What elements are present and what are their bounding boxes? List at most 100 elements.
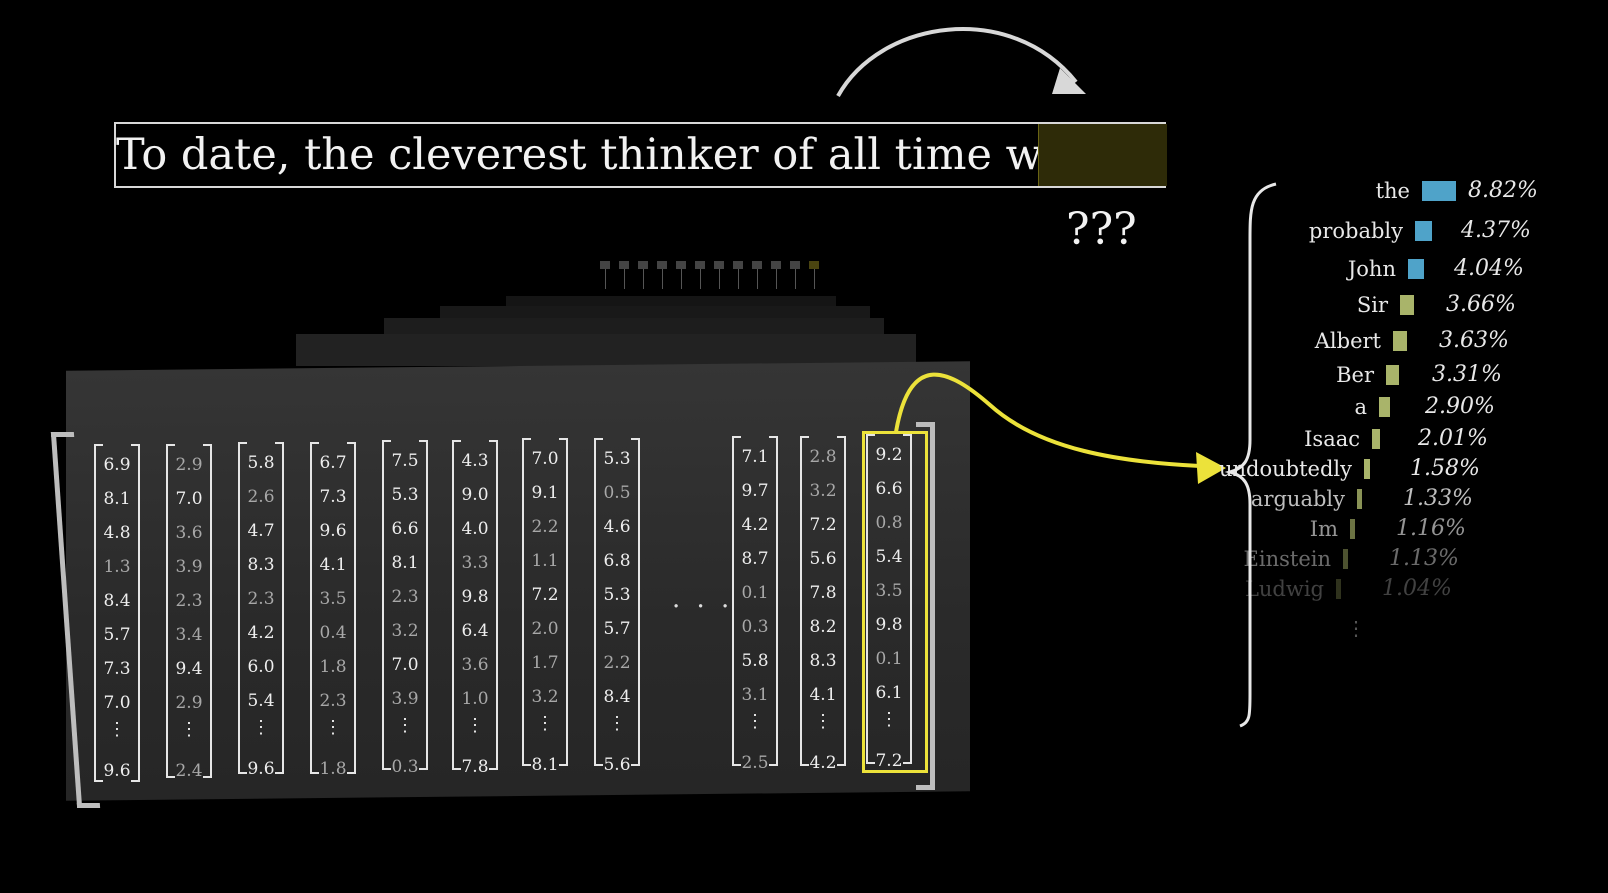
vector-value: ⋮ [466, 715, 484, 736]
vector-value: 5.4 [875, 547, 903, 567]
vector-bracket-right [419, 440, 428, 770]
vector-value: ⋮ [746, 711, 764, 732]
vector-value: 1.8 [319, 759, 347, 779]
vector-value: 2.5 [741, 753, 769, 773]
mini-token [752, 261, 762, 269]
vector-value: 2.2 [531, 517, 559, 537]
mini-token-line [624, 269, 625, 289]
vector-value: 6.4 [461, 621, 489, 641]
vector-value: 2.3 [391, 587, 419, 607]
mini-token-line [814, 269, 815, 289]
vector-value: 3.5 [319, 589, 347, 609]
prediction-word: Einstein [1243, 547, 1331, 571]
vector-value: 6.1 [875, 683, 903, 703]
vector-value: 0.8 [875, 513, 903, 533]
vector-value: 1.3 [103, 557, 131, 577]
mini-token [676, 261, 686, 269]
mini-token-line [662, 269, 663, 289]
vector-value: 9.0 [461, 485, 489, 505]
vector-value: 0.1 [875, 649, 903, 669]
vector-value: 7.0 [391, 655, 419, 675]
vector-value: 0.3 [391, 757, 419, 777]
vector-value: 8.1 [103, 489, 131, 509]
matrix-right-bracket [916, 422, 935, 790]
prompt-text: To date, the cleverest thinker of all ti… [116, 130, 1091, 180]
vector-value: 7.0 [103, 693, 131, 713]
vector-value: 6.6 [391, 519, 419, 539]
mini-token-line [795, 269, 796, 289]
vector-value: 1.1 [531, 551, 559, 571]
mini-token-line [738, 269, 739, 289]
vector-value: 6.6 [875, 479, 903, 499]
vector-value: 5.3 [391, 485, 419, 505]
vector-bracket-left [452, 440, 461, 770]
vector-value: 4.3 [461, 451, 489, 471]
vector-bracket-right [489, 440, 498, 770]
vector-bracket-left [382, 440, 391, 770]
vector-value: 8.7 [741, 549, 769, 569]
vector-value: 7.3 [103, 659, 131, 679]
mini-token [657, 261, 667, 269]
vector-value: 0.3 [741, 617, 769, 637]
vector-value: 4.2 [741, 515, 769, 535]
mini-token [809, 261, 819, 269]
mini-token [695, 261, 705, 269]
columns-ellipsis: · · · [672, 592, 734, 622]
prediction-word: a [1354, 395, 1367, 419]
vector-value: 2.4 [175, 761, 203, 781]
vector-value: 2.3 [319, 691, 347, 711]
vector-bracket-right [347, 442, 356, 774]
vector-value: 7.2 [531, 585, 559, 605]
mini-token [733, 261, 743, 269]
vector-value: 1.7 [531, 653, 559, 673]
vector-value: 7.0 [531, 449, 559, 469]
vector-value: ⋮ [252, 717, 270, 738]
prediction-percent: 1.58% [1410, 456, 1480, 481]
vector-value: 2.8 [809, 447, 837, 467]
vector-value: 0.4 [319, 623, 347, 643]
vector-value: 4.7 [247, 521, 275, 541]
vector-value: ⋮ [324, 717, 342, 738]
vector-value: 8.3 [809, 651, 837, 671]
vector-value: 9.2 [875, 445, 903, 465]
vector-value: 4.2 [809, 753, 837, 773]
vector-value: 5.8 [247, 453, 275, 473]
vector-value: 6.0 [247, 657, 275, 677]
prediction-percent: 8.82% [1468, 178, 1538, 203]
vector-value: 3.2 [531, 687, 559, 707]
vector-value: 9.7 [741, 481, 769, 501]
vector-value: 2.6 [247, 487, 275, 507]
vector-bracket-right [631, 438, 640, 766]
prediction-percent: 4.04% [1454, 256, 1524, 281]
mini-token-line [700, 269, 701, 289]
prediction-word: Isaac [1304, 427, 1360, 451]
vector-value: 9.8 [875, 615, 903, 635]
mini-token-line [776, 269, 777, 289]
vector-value: 5.8 [741, 651, 769, 671]
prediction-bar [1415, 221, 1432, 241]
vector-value: ⋮ [880, 709, 898, 730]
vector-value: 5.6 [603, 755, 631, 775]
mini-token-line [757, 269, 758, 289]
mini-token-line [719, 269, 720, 289]
vector-value: 6.8 [603, 551, 631, 571]
prediction-word: arguably [1250, 487, 1345, 511]
vector-value: ⋮ [814, 711, 832, 732]
vector-value: 4.8 [103, 523, 131, 543]
prediction-bar [1393, 331, 1407, 351]
vector-value: 2.3 [175, 591, 203, 611]
prediction-word: Sir [1356, 293, 1388, 317]
vector-bracket-left [522, 438, 531, 766]
prediction-percent: 2.90% [1425, 394, 1495, 419]
vector-value: 5.4 [247, 691, 275, 711]
prediction-word: Ber [1336, 363, 1374, 387]
vector-value: 8.4 [103, 591, 131, 611]
vector-value: 2.2 [603, 653, 631, 673]
prediction-percent: 2.01% [1418, 426, 1488, 451]
vector-value: 9.8 [461, 587, 489, 607]
